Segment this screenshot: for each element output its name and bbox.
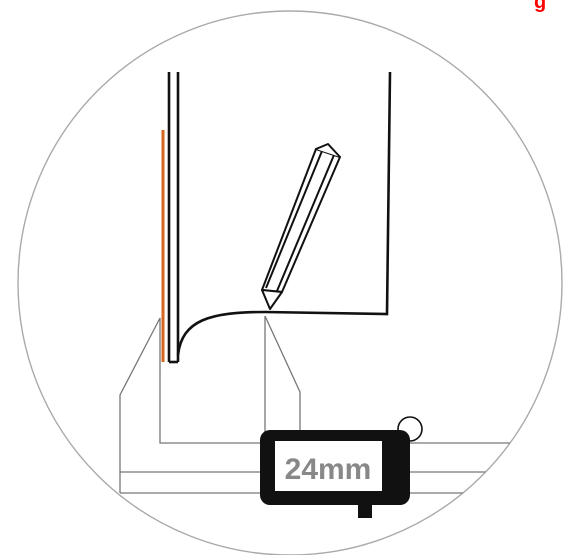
magnifier-circle (17, 10, 563, 555)
corner-label: g (534, 0, 546, 13)
board-edge (167, 72, 180, 364)
caliper-display: 24mm (260, 430, 410, 518)
pencil-icon (261, 143, 341, 310)
reading-value: 24mm (285, 453, 372, 486)
paper-sheet (176, 71, 392, 356)
